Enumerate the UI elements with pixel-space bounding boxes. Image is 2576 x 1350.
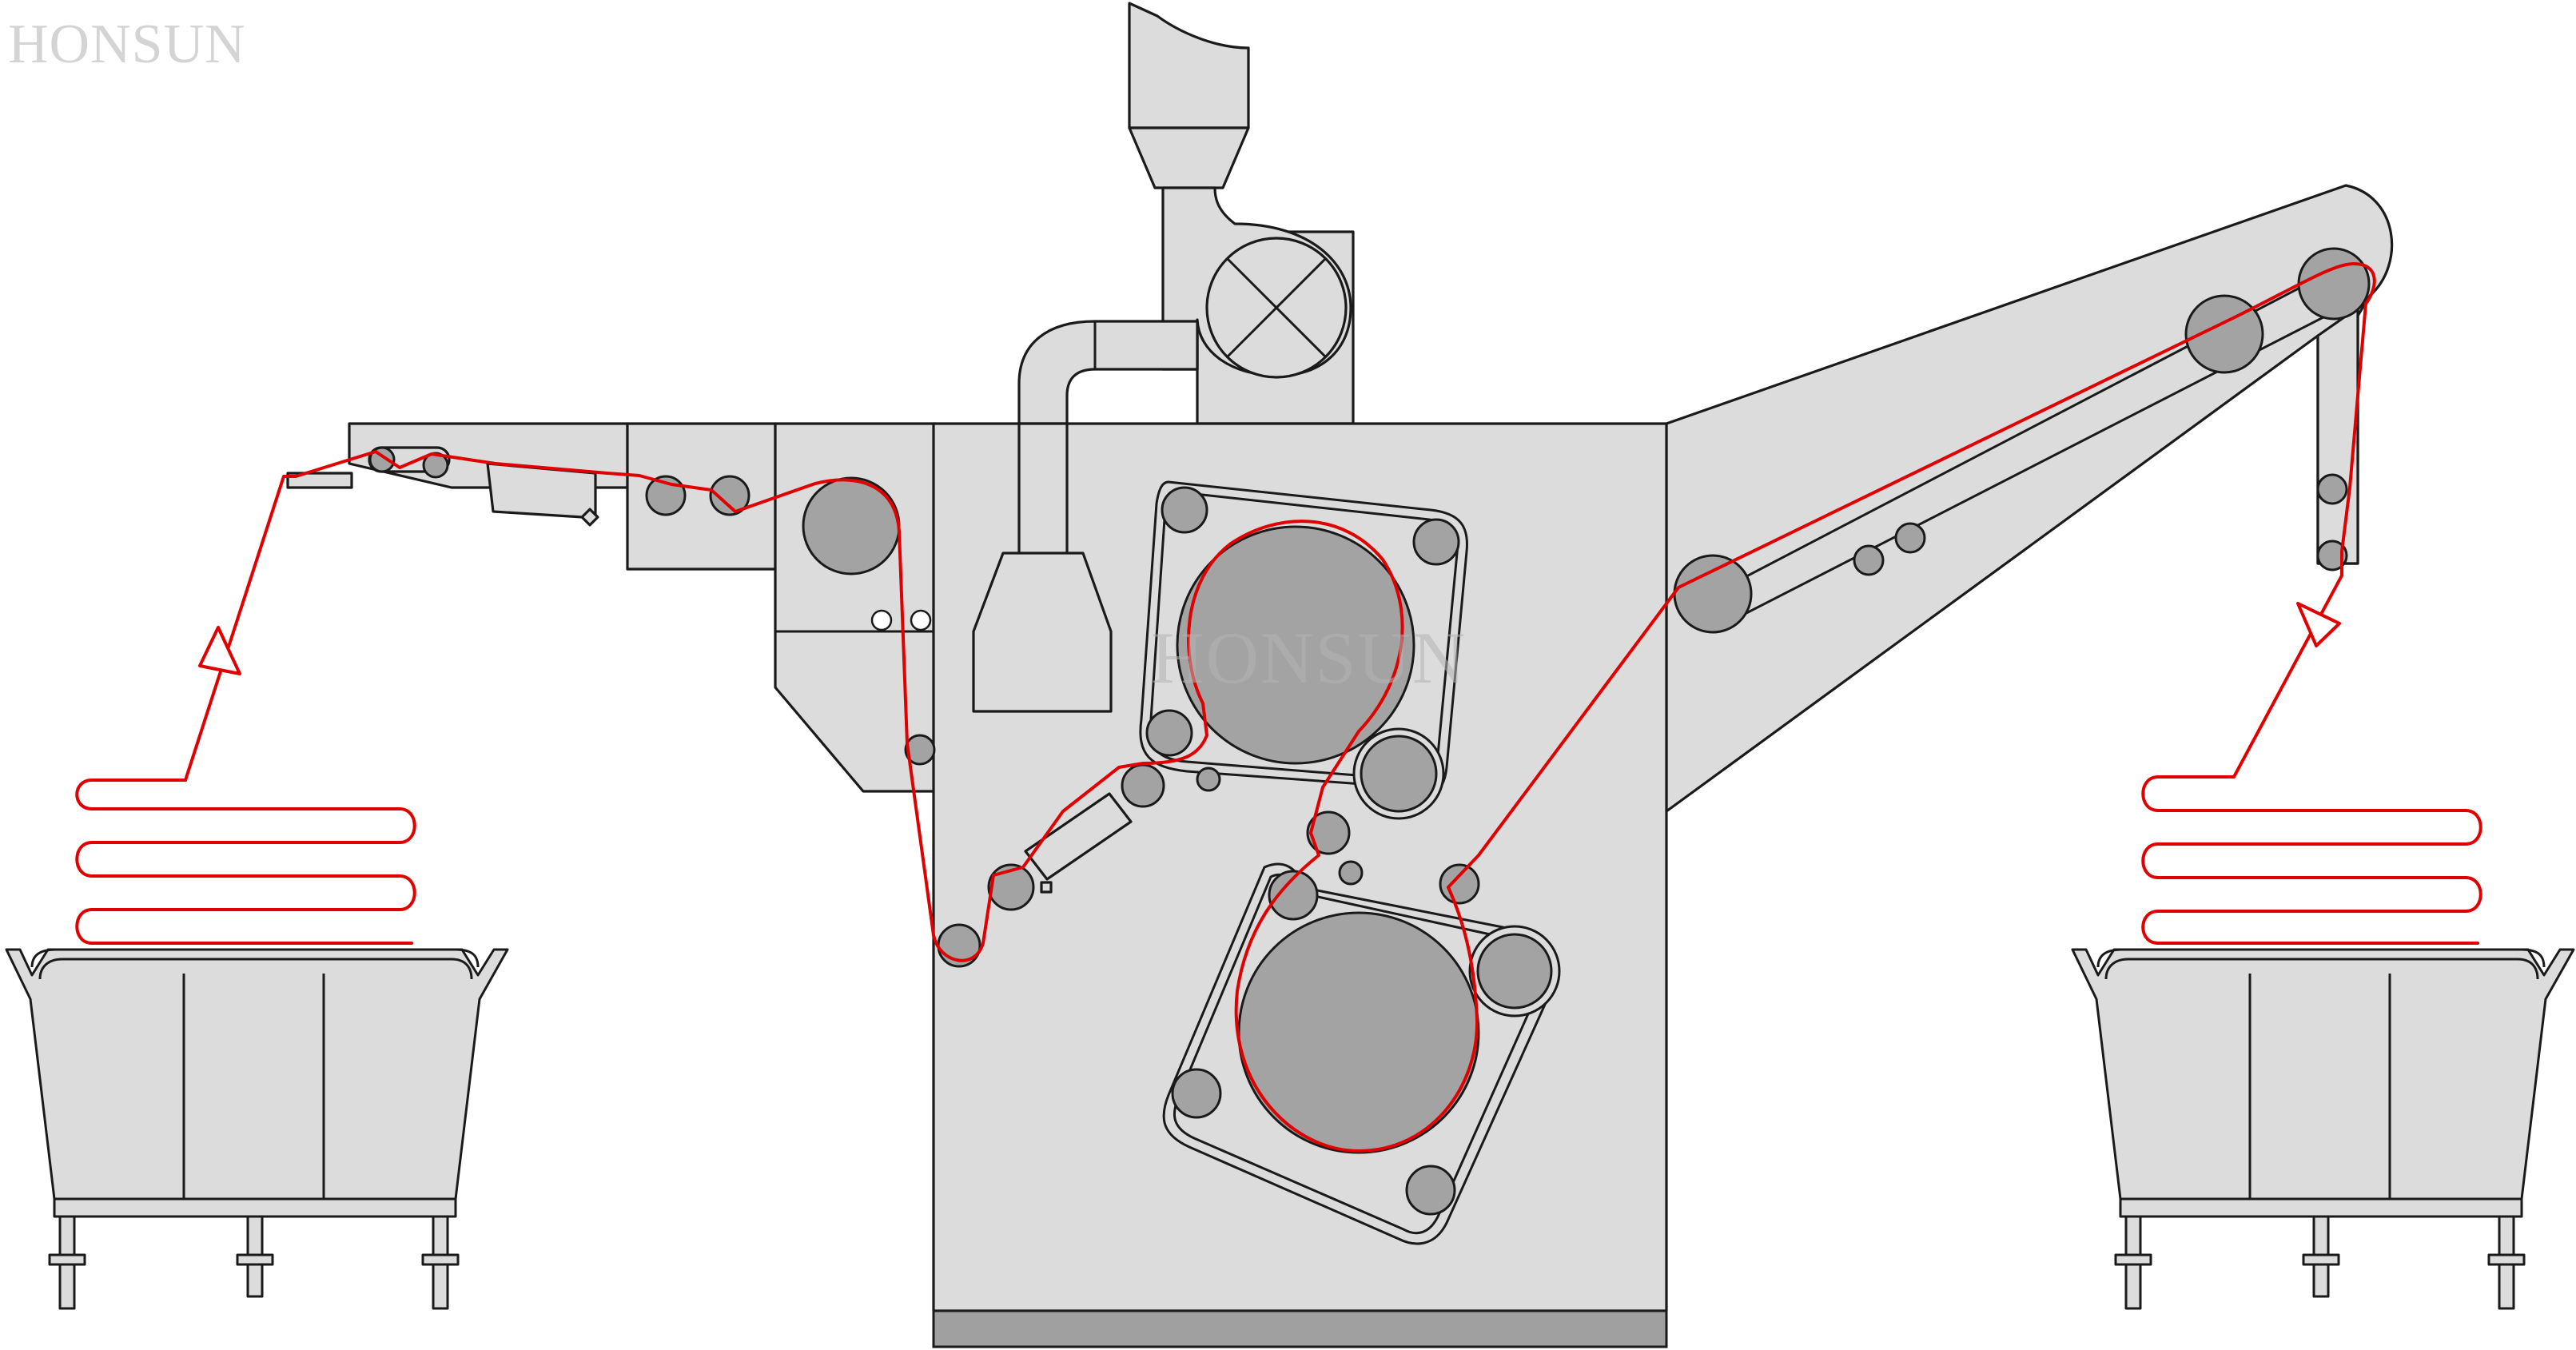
clamp-knob [580, 508, 599, 527]
cart-right-axle-3 [2487, 1253, 2526, 1266]
hopper [1128, 2, 1250, 129]
upper-belt-roller-3 [1145, 709, 1193, 757]
tension-bar-knob [1040, 881, 1053, 894]
upper-small-roller [1196, 767, 1221, 792]
lower-press-roller [1476, 933, 1553, 1010]
lower-belt-roller-2 [1171, 1068, 1222, 1119]
tension-bar [1024, 792, 1133, 881]
upper-belt-roller-1 [1161, 486, 1208, 534]
cart-right-rim-inner [2104, 958, 2539, 980]
upper-drum [1176, 525, 1415, 765]
arrow-down-right [2296, 602, 2341, 647]
arm-roller-mid [2184, 294, 2264, 374]
cart-left-base [53, 1197, 457, 1218]
guide-roller-2 [709, 475, 751, 516]
hopper-funnel [1128, 126, 1250, 189]
machine-body [904, 422, 1668, 1348]
transfer-roller-3 [1439, 863, 1480, 905]
cart-left-tub [5, 948, 509, 1201]
lower-belt-roller-1 [1268, 870, 1319, 921]
sensor-hole-2 [910, 609, 932, 631]
transfer-roller-4 [987, 863, 1035, 911]
delivery-conveyor-arm [1665, 184, 2394, 813]
transfer-roller-2 [1306, 810, 1351, 855]
arm-drop-roller-2 [2316, 540, 2348, 571]
cart-left-axle-3 [421, 1253, 460, 1266]
lower-drum [1237, 911, 1480, 1154]
fabric-cart-right [2071, 948, 2575, 1310]
upper-press-roller [1360, 735, 1438, 813]
arm-roller-top [2297, 247, 2371, 321]
duct-vertical [1017, 422, 1069, 561]
cart-right-axle-1 [2114, 1253, 2152, 1266]
fabric-cart-left [5, 948, 509, 1310]
center-watermark: HONSUN [1151, 617, 1467, 699]
arm-idler-2 [1894, 522, 1926, 554]
suction-hood [972, 552, 1113, 713]
corner-watermark: HONSUN [8, 14, 246, 75]
fan-cross-b [1226, 257, 1327, 358]
fabric-stack-left [75, 779, 416, 945]
arm-roller-low [1673, 554, 1753, 634]
base-plate [932, 1309, 1668, 1348]
arrow-up-left [198, 626, 241, 675]
cart-right-tub [2071, 948, 2575, 1201]
feed-entry-rod [286, 472, 353, 489]
cart-right-rim [2096, 948, 2546, 968]
fabric-route [184, 262, 2482, 1153]
cart-right-axle-2 [2302, 1253, 2340, 1266]
fabric-path [75, 262, 2482, 1153]
upper-belt-roller-2 [1412, 518, 1460, 566]
cart-left-axle-2 [236, 1253, 274, 1266]
transfer-roller-1 [1121, 763, 1165, 808]
cart-right-base [2119, 1197, 2523, 1218]
cart-left-rim-inner [38, 958, 473, 980]
lower-belt-roller-3 [1405, 1165, 1456, 1216]
cart-left-axle-1 [48, 1253, 86, 1266]
feed-main-roller [802, 476, 901, 575]
cart-left-rim [30, 948, 480, 968]
arm-drop [2316, 306, 2359, 565]
transfer-small-roller [1338, 860, 1364, 886]
arm-idler-1 [1853, 544, 1885, 576]
arm-drop-roller-1 [2316, 473, 2348, 505]
sensor-hole-1 [870, 609, 893, 631]
arm-body [1665, 184, 2394, 813]
side-guide-roller [904, 734, 936, 766]
